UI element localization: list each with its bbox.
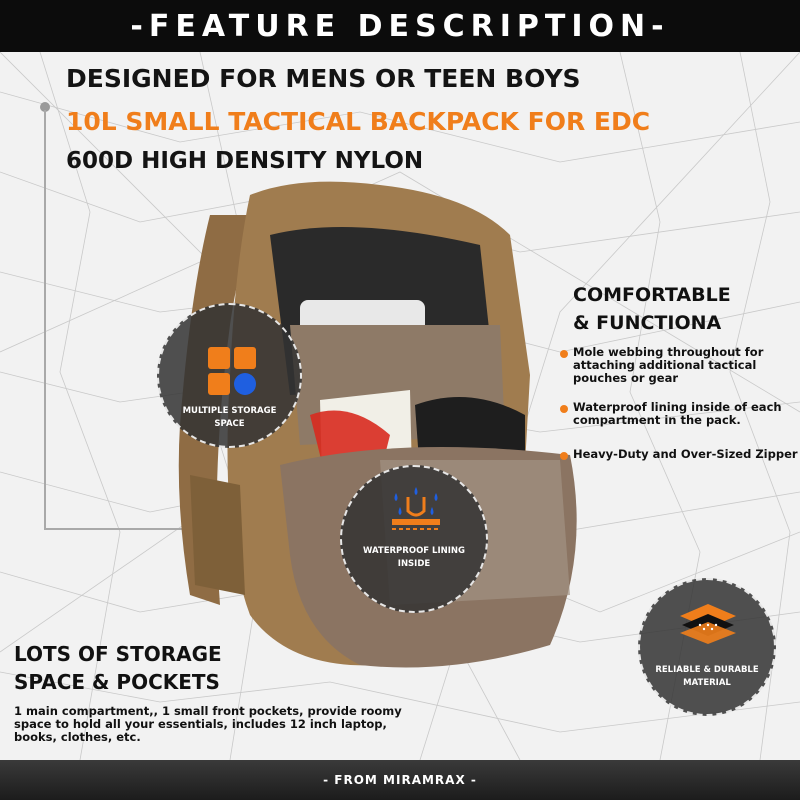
storage-title-line1: LOTS OF STORAGE xyxy=(14,642,222,666)
waterproof-icon xyxy=(392,487,440,530)
badge-label-line2: INSIDE xyxy=(397,559,431,569)
feature-waterproof-lining: Waterproof lining inside of each compart… xyxy=(573,400,782,427)
badge-label-line1: MULTIPLE STORAGE xyxy=(182,406,277,416)
storage-description: 1 main compartment,, 1 small front pocke… xyxy=(14,704,402,744)
comfortable-title-line1: COMFORTABLE xyxy=(573,284,731,306)
feature-description-banner: -FEATURE DESCRIPTION- xyxy=(0,0,800,52)
feature-bullet xyxy=(560,350,568,358)
comfortable-title-line2: & FUNCTIONA xyxy=(573,312,722,334)
headline-product: 10L SMALL TACTICAL BACKPACK FOR EDC xyxy=(66,107,651,136)
storage-title-line2: SPACE & POCKETS xyxy=(14,670,220,694)
multiple-storage-badge: MULTIPLE STORAGE SPACE xyxy=(157,303,302,448)
waterproof-lining-badge: WATERPROOF LINING INSIDE xyxy=(340,465,488,613)
badge-label-line2: SPACE xyxy=(214,419,245,429)
feature-heavy-duty-zipper: Heavy-Duty and Over-Sized Zipper xyxy=(573,447,798,461)
multiple-storage-icon xyxy=(208,347,256,395)
headline-material: 600D HIGH DENSITY NYLON xyxy=(66,148,424,174)
feature-molle-webbing: Mole webbing throughout for attaching ad… xyxy=(573,345,764,385)
banner-title: -FEATURE DESCRIPTION- xyxy=(130,8,670,44)
feature-bullet xyxy=(560,452,568,460)
durable-material-badge: RELIABLE & DURABLE MATERIAL xyxy=(638,578,776,716)
feature-bullet xyxy=(560,405,568,413)
layered-material-icon xyxy=(680,604,736,644)
brand-footer: - FROM MIRAMRAX - xyxy=(0,760,800,800)
footer-text: - FROM MIRAMRAX - xyxy=(323,773,477,787)
leader-line-horizontal xyxy=(44,528,314,530)
badge-label-line1: RELIABLE & DURABLE xyxy=(655,665,759,675)
headline-audience: DESIGNED FOR MENS OR TEEN BOYS xyxy=(66,64,581,93)
badge-label-line2: MATERIAL xyxy=(683,678,731,688)
leader-dot xyxy=(40,102,50,112)
badge-label-line1: WATERPROOF LINING xyxy=(363,546,465,556)
leader-line-vertical xyxy=(44,110,46,530)
